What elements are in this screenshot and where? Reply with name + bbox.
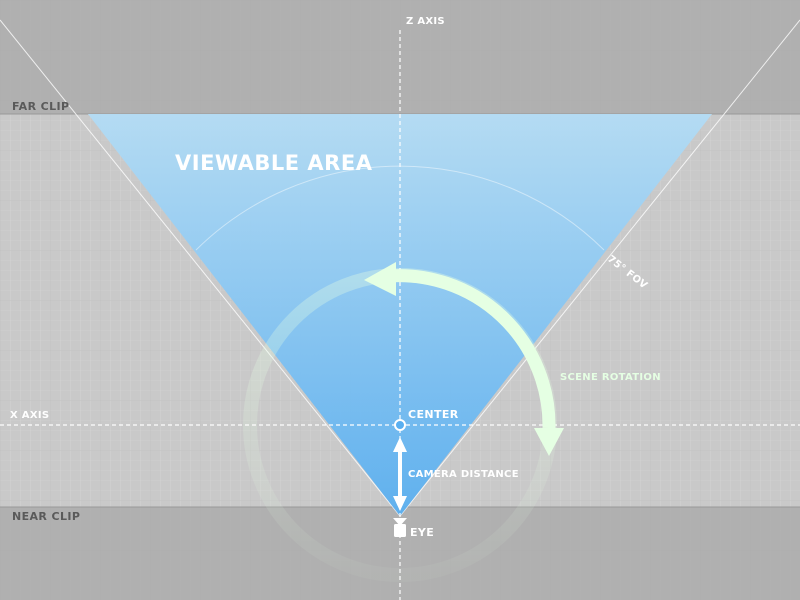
z-axis-label: Z AXIS [406, 16, 445, 27]
viewable-area-label: VIEWABLE AREA [175, 151, 373, 175]
camera-distance-label: CAMERA DISTANCE [408, 469, 519, 480]
scene-rotation-label: SCENE ROTATION [560, 372, 661, 383]
x-axis-label: X AXIS [10, 410, 49, 421]
frustum-edge-left [0, 19, 401, 517]
double-arrow-icon [393, 437, 407, 511]
viewable-area-frustum [88, 114, 712, 516]
center-label: CENTER [408, 408, 459, 421]
eye-label: EYE [410, 526, 434, 539]
frustum-edge-right [399, 19, 800, 517]
camera-icon [393, 518, 407, 537]
rotation-arrow-icon [364, 262, 564, 456]
near-clip-label: NEAR CLIP [12, 510, 80, 523]
center-point-icon [394, 419, 406, 431]
far-clip-label: FAR CLIP [12, 100, 70, 113]
